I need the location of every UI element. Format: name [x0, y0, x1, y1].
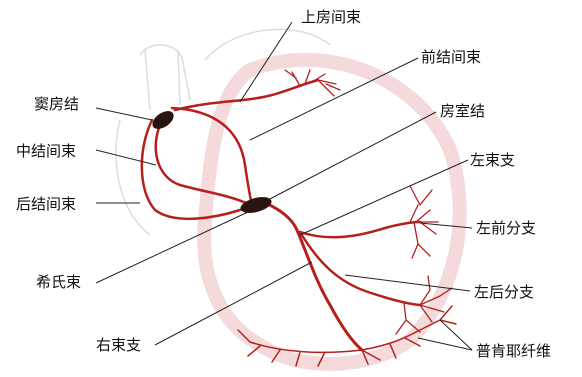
- label-middle-internodal: 中结间束: [16, 142, 76, 160]
- label-right-bundle: 左束支: [470, 151, 515, 169]
- middle-internodal-tract: [156, 125, 246, 203]
- leader-middle-internodal: [96, 150, 156, 165]
- leader-right-bundle: [300, 160, 468, 235]
- label-right-bundle-branch: 右束支: [96, 336, 141, 354]
- heart-background: [116, 29, 460, 364]
- right-bundle-branch-path: [296, 228, 362, 350]
- left-anterior-fascicle-path: [300, 222, 420, 237]
- sa-node-shape: [149, 107, 177, 132]
- label-left-posterior-fascicle: 左后分支: [474, 283, 534, 301]
- bachmann-branches: [285, 70, 340, 96]
- label-av-node: 房室结: [440, 102, 485, 120]
- label-posterior-internodal: 后结间束: [16, 195, 76, 213]
- leader-anterior-internodal: [250, 58, 418, 140]
- bachmann-bundle: [175, 80, 318, 110]
- heart-shadow: [204, 60, 460, 364]
- conduction-system: [142, 70, 456, 366]
- leader-lines: [96, 22, 472, 350]
- left-posterior-fascicle-path: [300, 232, 420, 305]
- left-anterior-fascicle-branches: [410, 186, 438, 258]
- leader-purkinje-1: [418, 338, 472, 350]
- label-superior-internodal: 上房间束: [301, 8, 361, 26]
- label-purkinje-fibers: 普肯耶纤维: [476, 342, 551, 360]
- label-his-bundle: 希氏束: [36, 273, 81, 291]
- av-node-shape: [239, 194, 274, 216]
- label-anterior-internodal: 前结间束: [421, 48, 481, 66]
- his-bundle-path: [265, 203, 296, 228]
- label-sa-node: 窦房结: [34, 95, 79, 113]
- leader-sa-node: [96, 108, 152, 120]
- leader-his-bundle: [96, 212, 248, 283]
- aorta-outline: [145, 50, 180, 110]
- label-left-anterior-fascicle: 左前分支: [476, 219, 536, 237]
